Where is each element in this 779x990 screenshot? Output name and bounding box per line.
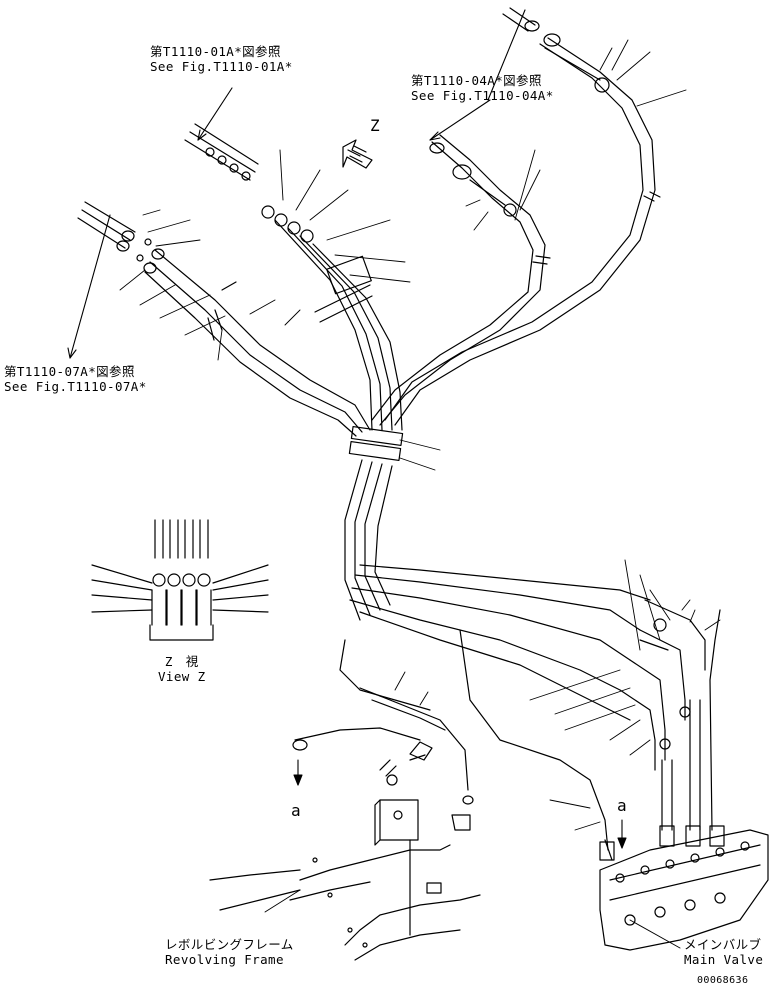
revolving-frame-en: Revolving Frame [165,952,284,967]
hoses-to-main-valve [349,564,721,851]
view-z-arrow-label: Z [370,116,381,135]
main-valve-label: メインバルブ Main Valve [684,937,763,967]
ref-t1110-04a-en: See Fig.T1110-04A* [411,88,554,103]
revolving-frame-label: レボルビングフレーム Revolving Frame [165,937,294,967]
ref-t1110-07a-en: See Fig.T1110-07A* [4,379,147,394]
view-z-caption: Z 視 View Z [158,654,206,684]
hose-group-top-right [371,7,661,426]
view-z-detail [91,519,269,641]
view-z-caption-en: View Z [158,669,206,684]
ref-t1110-07a-jp: 第T1110-07A*図参照 [4,364,135,379]
leader-lines [119,39,721,949]
hose-clamp [344,425,404,621]
ref-t1110-01a-jp: 第T1110-01A*図参照 [150,44,281,59]
view-z-caption-jp: Z 視 [164,654,199,669]
ref-t1110-01a-en: See Fig.T1110-01A* [150,59,293,74]
marker-a-left: a [291,801,302,820]
drawing-number: 00068636 [697,975,749,986]
reference-arrows [67,9,627,849]
revolving-frame-jp: レボルビングフレーム [165,937,294,952]
main-valve-en: Main Valve [684,952,764,967]
main-valve-jp: メインバルブ [684,937,762,952]
marker-a-right: a [617,796,628,815]
ref-label-t1110-07a: 第T1110-07A*図参照 See Fig.T1110-07A* [4,364,147,394]
pilot-valve-block [292,639,471,846]
ref-label-t1110-01a: 第T1110-01A*図参照 See Fig.T1110-01A* [150,44,293,74]
revolving-frame [209,839,481,961]
ref-label-t1110-04a: 第T1110-04A*図参照 See Fig.T1110-04A* [411,73,554,103]
view-z-arrow [342,139,373,169]
hose-group-top-left [184,123,403,431]
ref-t1110-04a-jp: 第T1110-04A*図参照 [411,73,542,88]
fittings [379,741,613,861]
main-valve [599,825,769,951]
